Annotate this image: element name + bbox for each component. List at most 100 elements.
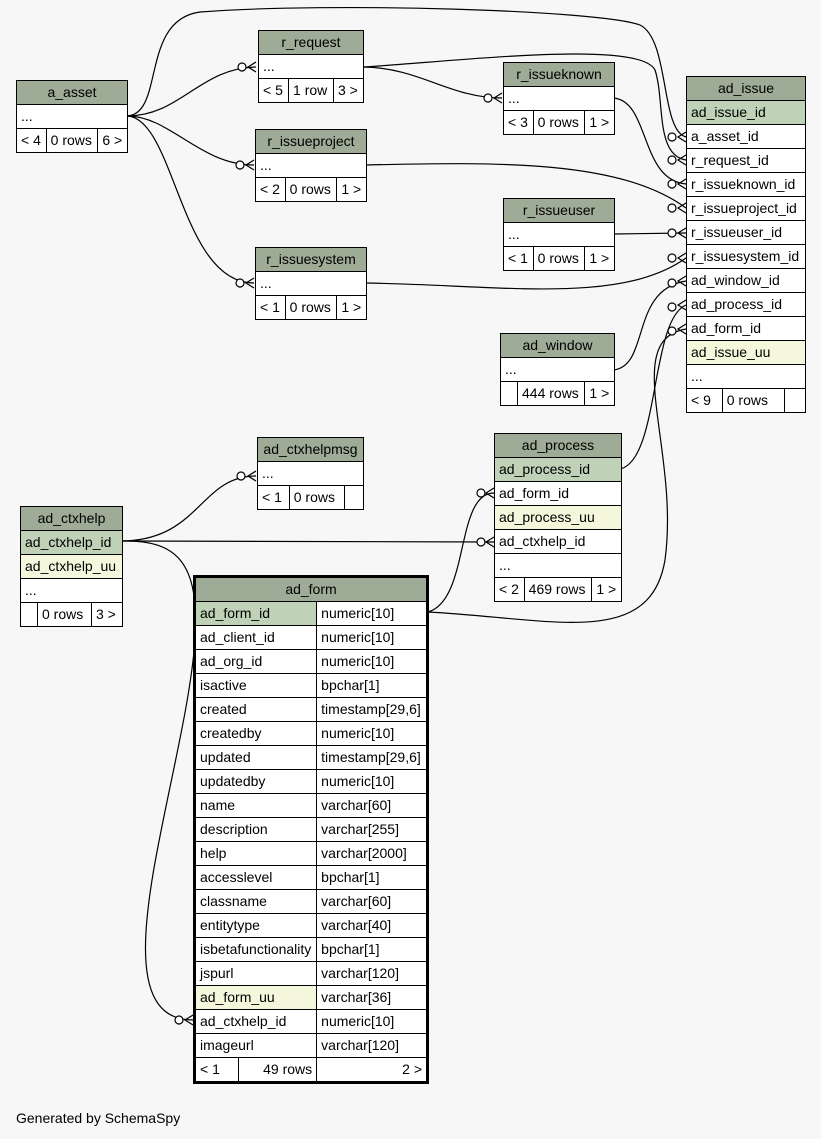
table-ad_process[interactable]: ad_process ad_process_id ad_form_id ad_p… (494, 433, 622, 602)
children-count: 1 > (591, 577, 622, 602)
table-ad_window[interactable]: ad_window ... 444 rows 1 > (500, 333, 615, 406)
column-name: updated (193, 745, 318, 770)
column-type: numeric[10] (316, 721, 428, 746)
table-a_asset[interactable]: a_asset ... < 4 0 rows 6 > (16, 80, 128, 153)
children-count: 1 > (336, 295, 367, 320)
parents-count: < 1 (503, 246, 534, 271)
column-type: varchar[40] (316, 913, 428, 938)
generated-by-footer: Generated by SchemaSpy (16, 1110, 181, 1126)
column-name: isactive (193, 673, 318, 698)
column: a_asset_id (686, 124, 806, 149)
table-title[interactable]: ad_form (194, 576, 428, 602)
column: ad_window_id (686, 268, 806, 293)
column: ... (494, 553, 622, 578)
column-type: bpchar[1] (316, 937, 428, 962)
row-count: 0 rows (284, 295, 338, 320)
column-name: entitytype (193, 913, 318, 938)
children-count: 1 > (336, 177, 367, 202)
column: ... (500, 357, 615, 382)
children-count: 6 > (97, 128, 128, 153)
table-title[interactable]: ad_process (494, 433, 622, 458)
table-title[interactable]: r_issueproject (255, 129, 367, 154)
column-name: created (193, 697, 318, 722)
column-type: varchar[120] (316, 1033, 428, 1058)
column-type: varchar[2000] (316, 841, 428, 866)
edge-ad_form-ad_process (427, 492, 495, 613)
table-r_issueproject[interactable]: r_issueproject ... < 2 0 rows 1 > (255, 129, 367, 202)
edge-r_issueknown-ad_issue (613, 97, 687, 185)
children-count: 1 > (584, 381, 615, 406)
parents-count: < 9 (686, 388, 723, 413)
parents-count (20, 602, 38, 627)
row-count: 1 row (288, 78, 334, 103)
column: ad_process_id (686, 292, 806, 317)
table-title[interactable]: a_asset (16, 80, 128, 105)
edge-a_asset-ad_issue (126, 6, 687, 138)
row-count: 0 rows (532, 246, 586, 271)
table-ad_ctxhelp[interactable]: ad_ctxhelp ad_ctxhelp_id ad_ctxhelp_uu .… (20, 506, 124, 627)
table-r_issuesystem[interactable]: r_issuesystem ... < 1 0 rows 1 > (255, 247, 367, 320)
table-title[interactable]: r_request (258, 30, 364, 55)
column-name: description (193, 817, 318, 842)
table-r_request[interactable]: r_request ... < 5 1 row 3 > (257, 30, 365, 103)
column: ... (503, 86, 615, 111)
column-type: varchar[60] (316, 793, 428, 818)
column-name: imageurl (193, 1033, 318, 1058)
column-name: jspurl (193, 961, 318, 986)
table-r_issueuser[interactable]: r_issueuser ... < 1 0 rows 1 > (503, 198, 615, 271)
row-count: 444 rows (516, 381, 586, 406)
column-name-primary-key: ad_form_id (193, 601, 318, 626)
column: r_issueknown_id (686, 172, 806, 197)
table-title[interactable]: r_issueknown (503, 62, 615, 87)
edge-ad_ctxhelp-ad_ctxhelpmsg (121, 475, 257, 542)
column-name: ad_ctxhelp_id (193, 1009, 318, 1034)
column: ... (16, 104, 128, 129)
column: r_issueproject_id (686, 196, 806, 221)
column-name-uu: ad_form_uu (193, 985, 318, 1010)
table-title[interactable]: ad_ctxhelpmsg (257, 437, 364, 462)
edge-ad_window-ad_issue (613, 280, 687, 371)
column-uu: ad_ctxhelp_uu (20, 554, 123, 579)
column: ad_form_id (686, 316, 806, 341)
table-title[interactable]: ad_window (500, 333, 615, 358)
column-type: bpchar[1] (316, 673, 428, 698)
column-name: ad_org_id (193, 649, 318, 674)
column: ... (258, 54, 364, 79)
parents-count: < 2 (255, 177, 286, 202)
table-title[interactable]: r_issuesystem (255, 247, 367, 272)
children-count: 1 > (584, 246, 615, 271)
table-ad_ctxhelpmsg[interactable]: ad_ctxhelpmsg ... < 1 0 rows (257, 437, 364, 510)
children-count: 3 > (90, 602, 124, 627)
row-count: 0 rows (284, 177, 338, 202)
table-ad_issue[interactable]: ad_issue ad_issue_id a_asset_id r_reques… (686, 76, 806, 413)
children-count: 1 > (584, 110, 615, 135)
column: ad_ctxhelp_id (494, 529, 622, 554)
column-type: numeric[10] (316, 649, 428, 674)
column: ... (255, 271, 367, 296)
row-count: 0 rows (37, 602, 92, 627)
column-type: varchar[255] (316, 817, 428, 842)
table-title[interactable]: ad_ctxhelp (20, 506, 123, 531)
parents-count: < 1 (194, 1057, 239, 1083)
column-type: timestamp[29,6] (316, 745, 428, 770)
children-count: 2 > (316, 1057, 428, 1083)
table-title[interactable]: r_issueuser (503, 198, 615, 223)
parents-count: < 1 (257, 485, 290, 510)
row-count: 0 rows (721, 388, 786, 413)
edge-r_issueproject-ad_issue (365, 163, 687, 209)
table-title[interactable]: ad_issue (686, 76, 806, 101)
edge-r_request-r_issueknown (363, 66, 503, 99)
column-name: updatedby (193, 769, 318, 794)
parents-count: < 5 (257, 78, 290, 103)
column-type: timestamp[29,6] (316, 697, 428, 722)
column: r_request_id (686, 148, 806, 173)
row-count: 469 rows (523, 577, 593, 602)
column-primary-key: ad_process_id (494, 457, 622, 482)
table-r_issueknown[interactable]: r_issueknown ... < 3 0 rows 1 > (503, 62, 615, 135)
column: ... (257, 461, 364, 486)
parents-count: < 3 (503, 110, 534, 135)
column: ... (20, 578, 123, 603)
parents-count: < 4 (16, 128, 47, 153)
column-name: help (193, 841, 318, 866)
